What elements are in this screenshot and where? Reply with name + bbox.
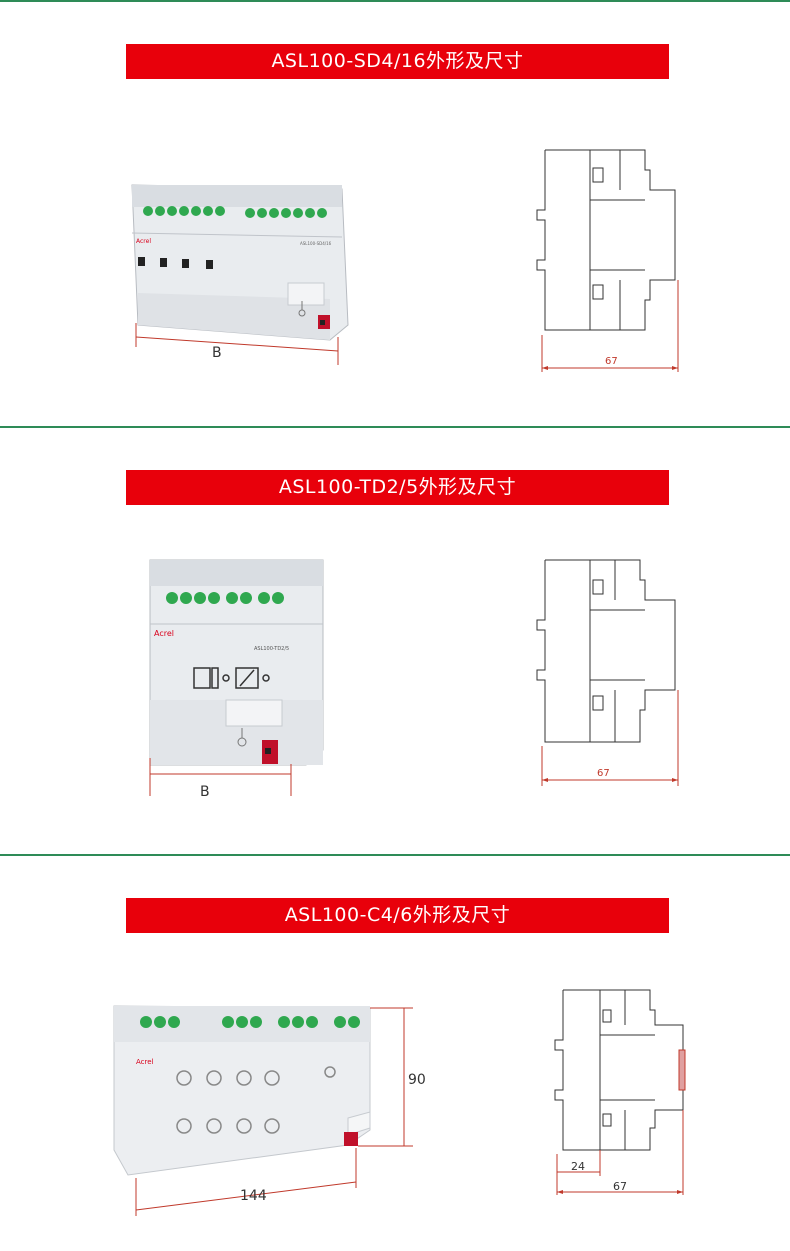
- terminal-row-right: [245, 208, 327, 218]
- section-divider-1: [0, 426, 790, 428]
- height-dimension-label: 90: [408, 1072, 426, 1088]
- section-divider-2: [0, 854, 790, 856]
- side-inner-dimension-label: 24: [571, 1160, 585, 1173]
- terminal-row: [166, 592, 284, 604]
- width-dimension-label: 144: [240, 1188, 267, 1204]
- device-2-front-view: Acrel ASL100-TD2/5 B: [149, 559, 324, 800]
- device-1-model-label: ASL100-SD4/16: [300, 241, 332, 246]
- side-dimension-label: 67: [613, 1180, 627, 1193]
- side-dimension-label: 67: [597, 768, 610, 779]
- terminal-row: [140, 1016, 360, 1028]
- device-3-side-view: 24 67: [554, 989, 686, 1195]
- section-2-title: ASL100-TD2/5外形及尺寸: [126, 470, 669, 505]
- device-1-side-view: 67: [536, 149, 679, 372]
- device-3-front-view: Acrel 90 144: [113, 1005, 426, 1216]
- dimension-b-label: B: [200, 784, 210, 800]
- dimension-b-label: B: [212, 345, 222, 361]
- brand-logo: Acrel: [136, 238, 151, 245]
- device-1-front-view: Acrel ASL100-SD4/16 B: [131, 184, 349, 365]
- device-2-model-label: ASL100-TD2/5: [254, 646, 289, 652]
- section-1-title: ASL100-SD4/16外形及尺寸: [126, 44, 669, 79]
- section-3-title: ASL100-C4/6外形及尺寸: [126, 898, 669, 933]
- terminal-row-left: [143, 206, 225, 216]
- device-2-side-view: 67: [536, 559, 679, 786]
- brand-logo: Acrel: [136, 1058, 154, 1066]
- side-dimension-label: 67: [605, 356, 618, 367]
- brand-logo: Acrel: [154, 629, 174, 638]
- section-divider-top: [0, 0, 790, 2]
